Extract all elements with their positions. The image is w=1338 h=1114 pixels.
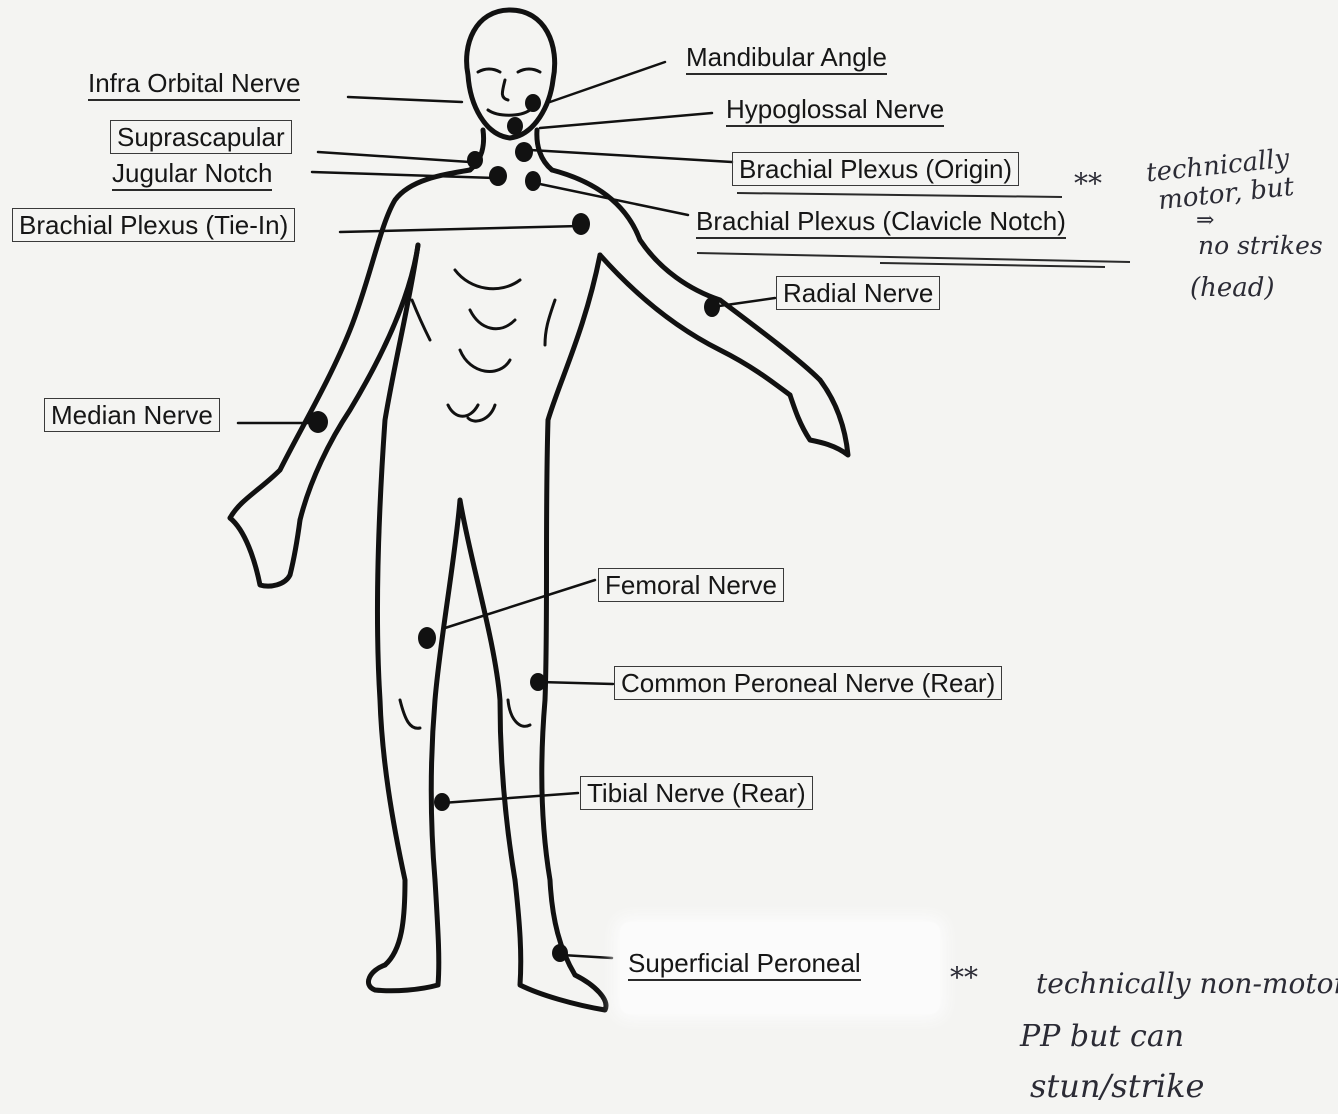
leader-hypoglossal [540,113,712,128]
note-bottom-line1: technically non-motor [1036,968,1338,1000]
note-bottom-line3: stun/strike [1030,1068,1204,1105]
leader-brachial-origin [530,150,732,162]
label-radial-nerve: Radial Nerve [776,276,940,310]
label-jugular-notch: Jugular Notch [112,160,272,191]
note-bottom-line2: PP but can [1020,1020,1184,1055]
point-mandibular [525,94,541,112]
left-arm-inner [300,245,418,520]
point-brachial-origin [515,142,533,162]
leader-infra-orbital [348,97,462,102]
underline-brachial-clavicle [697,253,1130,267]
label-brachial-plexus-tie-in: Brachial Plexus (Tie-In) [12,208,295,242]
point-superficial-peroneal [552,944,568,962]
right-hand [790,380,848,455]
label-median-nerve: Median Nerve [44,398,220,432]
right-arm-inner [600,255,790,395]
label-superficial-peroneal: Superficial Peroneal [628,950,861,981]
left-hand [230,518,300,586]
point-suprascapular [467,151,483,169]
right-side [542,255,600,975]
label-common-peroneal-nerve: Common Peroneal Nerve (Rear) [614,666,1002,700]
note-top-arrow: ⇒ [1196,208,1214,233]
label-femoral-nerve: Femoral Nerve [598,568,784,602]
leader-brachial-clavicle [535,183,688,215]
underline-brachial-origin [737,193,1062,197]
point-jugular [489,166,507,186]
leader-common-peroneal [540,682,613,684]
note-bottom-marker: ** [950,962,978,994]
leader-superficial-peroneal [562,955,612,958]
right-shoulder [552,170,820,380]
point-brachial-clavicle [525,171,541,191]
label-hypoglossal-nerve: Hypoglossal Nerve [726,96,944,127]
leader-suprascapular [318,152,470,162]
note-top-marker: ** [1074,168,1102,200]
point-median [308,411,328,433]
leader-brachial-tiein [340,226,580,232]
point-femoral [418,627,436,649]
label-mandibular-angle: Mandibular Angle [686,44,887,75]
point-tibial [434,793,450,811]
muscle-details [400,270,555,728]
label-suprascapular: Suprascapular [110,120,292,154]
point-brachial-tiein [572,213,590,235]
label-brachial-plexus-clavicle-notch: Brachial Plexus (Clavicle Notch) [696,208,1066,239]
point-radial [704,297,720,317]
note-top-line4: (head) [1190,274,1275,304]
label-tibial-nerve: Tibial Nerve (Rear) [580,776,813,810]
inner-legs [431,500,515,880]
label-brachial-plexus-origin: Brachial Plexus (Origin) [732,152,1019,186]
leader-mandibular [550,62,665,102]
leader-femoral [445,580,595,628]
point-common-peroneal [530,673,546,691]
leader-tibial [442,793,578,803]
label-infra-orbital-nerve: Infra Orbital Nerve [88,70,300,101]
note-top-line3: no strikes [1198,232,1323,261]
point-hypoglossal [507,117,523,135]
